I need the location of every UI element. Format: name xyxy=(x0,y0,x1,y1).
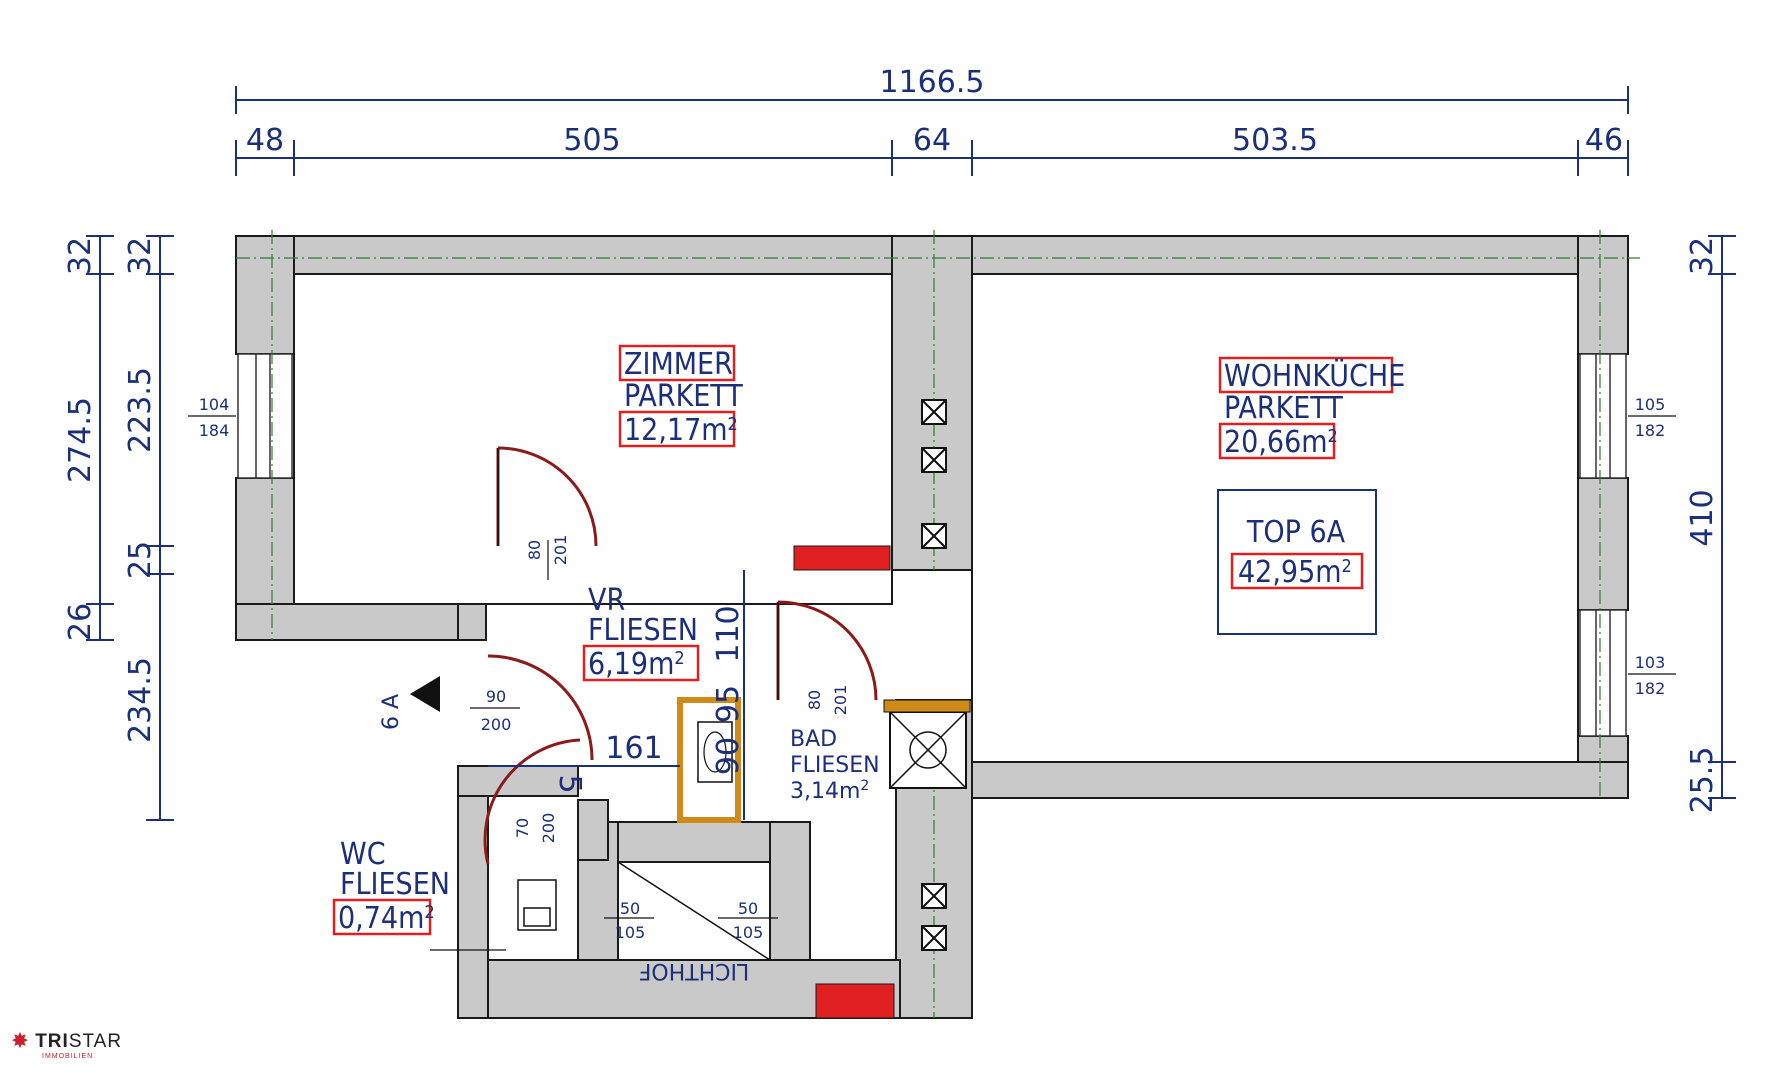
window-licht-right-width: 50 xyxy=(738,899,758,918)
highlight-wall-zimmer xyxy=(793,545,891,571)
door-entry-width: 90 xyxy=(486,687,506,706)
door-zimmer-height: 201 xyxy=(551,535,570,566)
room-wc-floor: FLIESEN xyxy=(340,867,450,902)
room-fills xyxy=(293,273,1579,763)
room-wohnkueche-name: WOHNKÜCHE xyxy=(1224,358,1405,394)
dim-inner-161: 161 xyxy=(605,731,662,766)
dim-total-width: 1166.5 xyxy=(880,65,985,100)
dim-left-inner-mid: 223.5 xyxy=(123,367,158,453)
dimension-lines xyxy=(86,86,1736,821)
room-bad-area: 3,14m2 xyxy=(790,778,869,804)
logo-brand: ✸ TRISTAR xyxy=(12,1030,122,1053)
dim-seg-5: 46 xyxy=(1585,123,1623,158)
dim-inner-90: 90 xyxy=(711,737,746,775)
door-leaves xyxy=(497,448,779,700)
window-wk-bot-width: 103 xyxy=(1635,653,1666,672)
windows xyxy=(237,353,1627,737)
washbasin-icon xyxy=(677,697,741,823)
room-top-area: 42,95m2 xyxy=(1238,555,1352,590)
room-vr-floor: FLIESEN xyxy=(588,613,698,648)
door-bad-width: 80 xyxy=(805,690,824,710)
logo-sub: IMMOBILIEN xyxy=(42,1053,94,1060)
room-lichthof-name: LICHTHOF xyxy=(639,958,750,983)
dim-inner-110: 110 xyxy=(711,605,746,662)
room-zimmer-floor: PARKETT xyxy=(624,379,743,414)
dim-right-bot: 25.5 xyxy=(1685,747,1720,814)
dim-left-outer-top: 32 xyxy=(63,237,98,275)
window-licht-left-height: 105 xyxy=(615,923,646,942)
door-zimmer-width: 80 xyxy=(525,540,544,560)
room-vr: VR FLIESEN 6,19m2 xyxy=(582,583,700,682)
dim-seg-3: 64 xyxy=(913,123,951,158)
window-licht-right-height: 105 xyxy=(733,923,764,942)
room-zimmer-area: 12,17m2 xyxy=(624,413,738,448)
door-labels: 80 201 90 200 80 201 70 200 xyxy=(470,535,850,844)
door-bad-height: 201 xyxy=(831,685,850,716)
toilet-icon xyxy=(517,879,557,931)
dim-seg-4: 503.5 xyxy=(1232,123,1318,158)
dim-left-inner-bot: 25 xyxy=(123,541,158,579)
room-wohnkueche-floor: PARKETT xyxy=(1224,391,1343,426)
logo-brand-a: TRI xyxy=(35,1031,69,1052)
door-wc-width: 70 xyxy=(513,818,532,838)
room-vr-name: VR xyxy=(588,583,625,618)
vent-icons xyxy=(921,399,947,951)
dim-seg-1: 48 xyxy=(246,123,284,158)
window-wk-top-width: 105 xyxy=(1635,395,1666,414)
window-wk-bot-height: 182 xyxy=(1635,679,1666,698)
window-zimmer-height: 184 xyxy=(199,421,230,440)
room-zimmer: ZIMMER PARKETT 12,17m2 xyxy=(618,344,743,448)
room-bad-floor: FLIESEN xyxy=(790,753,880,778)
lichthof-diagonal xyxy=(617,861,771,961)
room-wohnkueche: WOHNKÜCHE PARKETT 20,66m2 xyxy=(1218,356,1405,460)
room-wc-area: 0,74m2 xyxy=(338,901,435,936)
entrance-arrow-icon xyxy=(410,676,440,712)
dim-seg-2: 505 xyxy=(563,123,620,158)
logo-star-icon: ✸ xyxy=(12,1031,29,1052)
highlight-wall-lichthof xyxy=(815,983,895,1019)
dim-inner-5: 5 xyxy=(552,774,587,793)
top-summary-box xyxy=(1217,489,1377,635)
room-wc-name: WC xyxy=(340,837,386,872)
entrance-label: 6 A xyxy=(379,694,404,730)
dim-left-inner-top: 32 xyxy=(123,237,158,275)
room-zimmer-name: ZIMMER xyxy=(624,347,733,382)
room-top-name: TOP 6A xyxy=(1246,515,1346,550)
window-licht-left-width: 50 xyxy=(620,899,640,918)
shower-icon xyxy=(883,699,971,789)
room-bad: BAD FLIESEN 3,14m2 xyxy=(790,727,880,804)
dim-right-mid: 410 xyxy=(1685,489,1720,546)
logo-brand-b: STAR xyxy=(68,1031,123,1052)
dim-left-outer-mid: 274.5 xyxy=(63,397,98,483)
window-labels: 104 184 105 182 103 182 50 105 50 105 xyxy=(188,395,1676,942)
dim-left-outer-bot: 26 xyxy=(63,603,98,641)
window-zimmer-width: 104 xyxy=(199,395,230,414)
dim-right-top: 32 xyxy=(1685,237,1720,275)
room-vr-area: 6,19m2 xyxy=(588,647,685,682)
room-wc: WC FLIESEN 0,74m2 xyxy=(332,837,506,951)
dim-inner-95: 95 xyxy=(711,685,746,723)
room-bad-name: BAD xyxy=(790,727,837,752)
room-wohnkueche-area: 20,66m2 xyxy=(1224,425,1338,460)
window-wk-top-height: 182 xyxy=(1635,421,1666,440)
room-top: TOP 6A 42,95m2 xyxy=(1230,515,1364,590)
dim-left-outer-low: 234.5 xyxy=(123,657,158,743)
tristar-logo: ✸ TRISTAR IMMOBILIEN xyxy=(12,1030,122,1060)
door-wc-height: 200 xyxy=(539,813,558,844)
door-entry-height: 200 xyxy=(481,715,512,734)
